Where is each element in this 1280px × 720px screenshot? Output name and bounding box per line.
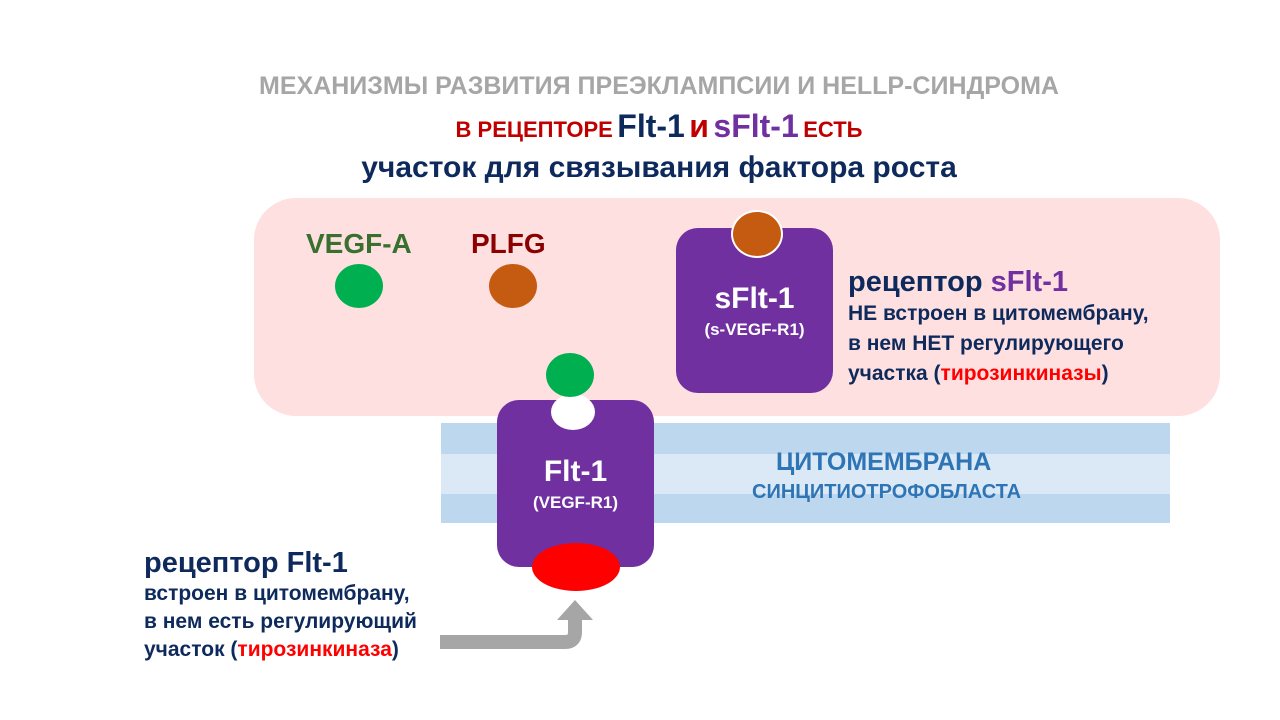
sflt1-desc-line3-suffix: ) (1101, 362, 1109, 385)
subtitle-suffix: есть (803, 117, 863, 142)
plfg-label: PLFG (471, 228, 546, 259)
subtitle-prefix: в рецепторе (455, 117, 613, 142)
vegf-molecule (335, 264, 383, 308)
subtitle-receptors: в рецепторе Flt-1 и sFlt-1 есть (0, 108, 1280, 145)
flt1-desc-line1: встроен в цитомембрану, (144, 582, 410, 605)
sflt1-desc-name: sFlt-1 (990, 266, 1068, 298)
sflt1-desc-title: рецептор sFlt-1 (848, 266, 1149, 299)
plfg-molecule (489, 264, 537, 308)
slide-title: МЕХАНИЗМЫ РАЗВИТИЯ ПРЕЭКЛАМПСИИ И HELLP-… (259, 72, 1059, 100)
sflt1-desc-line3: участка (тирозинкиназы) (848, 359, 1149, 389)
sflt1-name: sFlt-1 (714, 282, 795, 315)
subtitle-and: и (689, 108, 709, 144)
sflt1-desc-highlight: тирозинкиназы (940, 362, 1102, 385)
flt1-description: рецептор Flt-1 встроен в цитомембрану, в… (144, 547, 417, 664)
subtitle-flt1: Flt-1 (617, 108, 685, 144)
sflt1-desc-line3-prefix: участка ( (848, 362, 941, 385)
vegf-label: VEGF-A (306, 228, 412, 259)
sflt1-desc-prefix: рецептор (848, 266, 983, 298)
flt1-bound-vegf (546, 353, 594, 397)
flt1-desc-line3-prefix: участок ( (144, 638, 238, 661)
flt1-binding-pocket (551, 394, 595, 430)
membrane-sublabel: СИНЦИТИОТРОФОБЛАСТА (752, 481, 1022, 503)
subtitle-sflt1: sFlt-1 (713, 108, 799, 144)
flt1-desc-line2: в нем есть регулирующий (144, 610, 417, 633)
sflt1-description: рецептор sFlt-1 НЕ встроен в цитомембран… (848, 266, 1149, 389)
flt1-desc-line3-suffix: ) (391, 638, 399, 661)
flt1-desc-title: рецептор Flt-1 (144, 547, 348, 579)
subtitle-binding-site: участок для связывания фактора роста (361, 151, 957, 184)
flt1-name: Flt-1 (543, 455, 608, 488)
flt1-desc-line3: участок (тирозинкиназа) (144, 636, 417, 664)
sflt1-desc-line1: НЕ встроен в цитомембрану, (848, 302, 1149, 325)
sflt1-subname: (s-VEGF-R1) (704, 320, 805, 339)
sflt1-bound-plfg (731, 210, 783, 258)
tyrosine-kinase-domain (532, 543, 620, 591)
flt1-subname: (VEGF-R1) (533, 493, 618, 512)
sflt1-desc-line2: в нем НЕТ регулирующего (848, 332, 1124, 355)
flt1-desc-highlight: тирозинкиназа (237, 638, 392, 661)
membrane-label: ЦИТОМЕМБРАНА (776, 448, 992, 476)
pointer-arrow (440, 600, 593, 649)
